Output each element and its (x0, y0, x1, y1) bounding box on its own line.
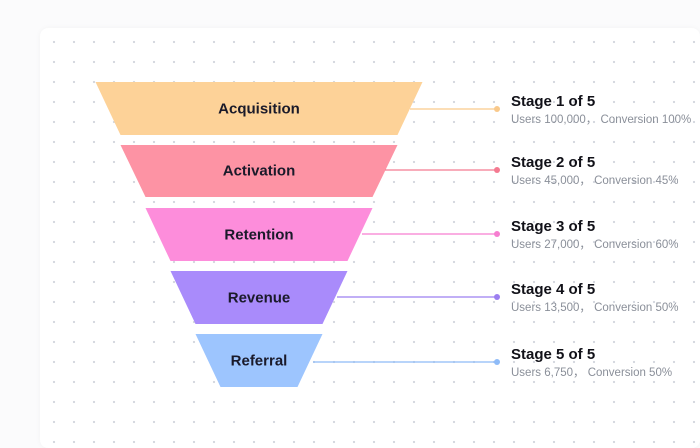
stage-label-acquisition: Acquisition (218, 100, 300, 117)
connector-dot (494, 167, 500, 173)
stage-info: Stage 1 of 5 Users 100,000， Conversion 1… (511, 93, 692, 128)
stage-title: Stage 3 of 5 (511, 218, 596, 235)
funnel-diagram (95, 82, 500, 387)
stage-detail: Users 45,000， Conversion 45% (511, 175, 679, 187)
stage-label-revenue: Revenue (227, 289, 291, 306)
stage-info: Stage 5 of 5 Users 6,750， Conversion 50% (511, 346, 682, 381)
stage-title: Stage 2 of 5 (511, 154, 596, 171)
stage-label-retention: Retention (224, 226, 294, 243)
stage-detail: Users 13,500， Conversion 50% (511, 302, 679, 314)
stage-info: Stage 2 of 5 Users 45,000， Conversion 45… (511, 154, 682, 189)
funnel-segment-referral (195, 334, 323, 387)
stage-info: Stage 3 of 5 Users 27,000， Conversion 60… (511, 218, 682, 253)
connector-dot (494, 294, 500, 300)
funnel-segment-acquisition (95, 82, 423, 135)
connector-dot (494, 106, 500, 112)
stage-label-referral: Referral (230, 352, 288, 369)
stage-title: Stage 4 of 5 (511, 281, 596, 298)
stage-label-activation: Activation (222, 162, 296, 180)
stage-detail: Users 27,000， Conversion 60% (511, 239, 679, 251)
stage-detail: Users 100,000， Conversion 100% (511, 114, 692, 126)
funnel-segment-revenue (170, 271, 348, 324)
funnel-segment-retention (145, 208, 373, 261)
stage-title: Stage 5 of 5 (511, 346, 596, 363)
stage-detail: Users 6,750， Conversion 50% (511, 367, 673, 379)
funnel-segment-activation (120, 145, 398, 197)
connector-dot (494, 231, 500, 237)
stage-info: Stage 4 of 5 Users 13,500， Conversion 50… (511, 281, 682, 316)
connector-dot (494, 359, 500, 365)
stage-title: Stage 1 of 5 (511, 93, 596, 110)
